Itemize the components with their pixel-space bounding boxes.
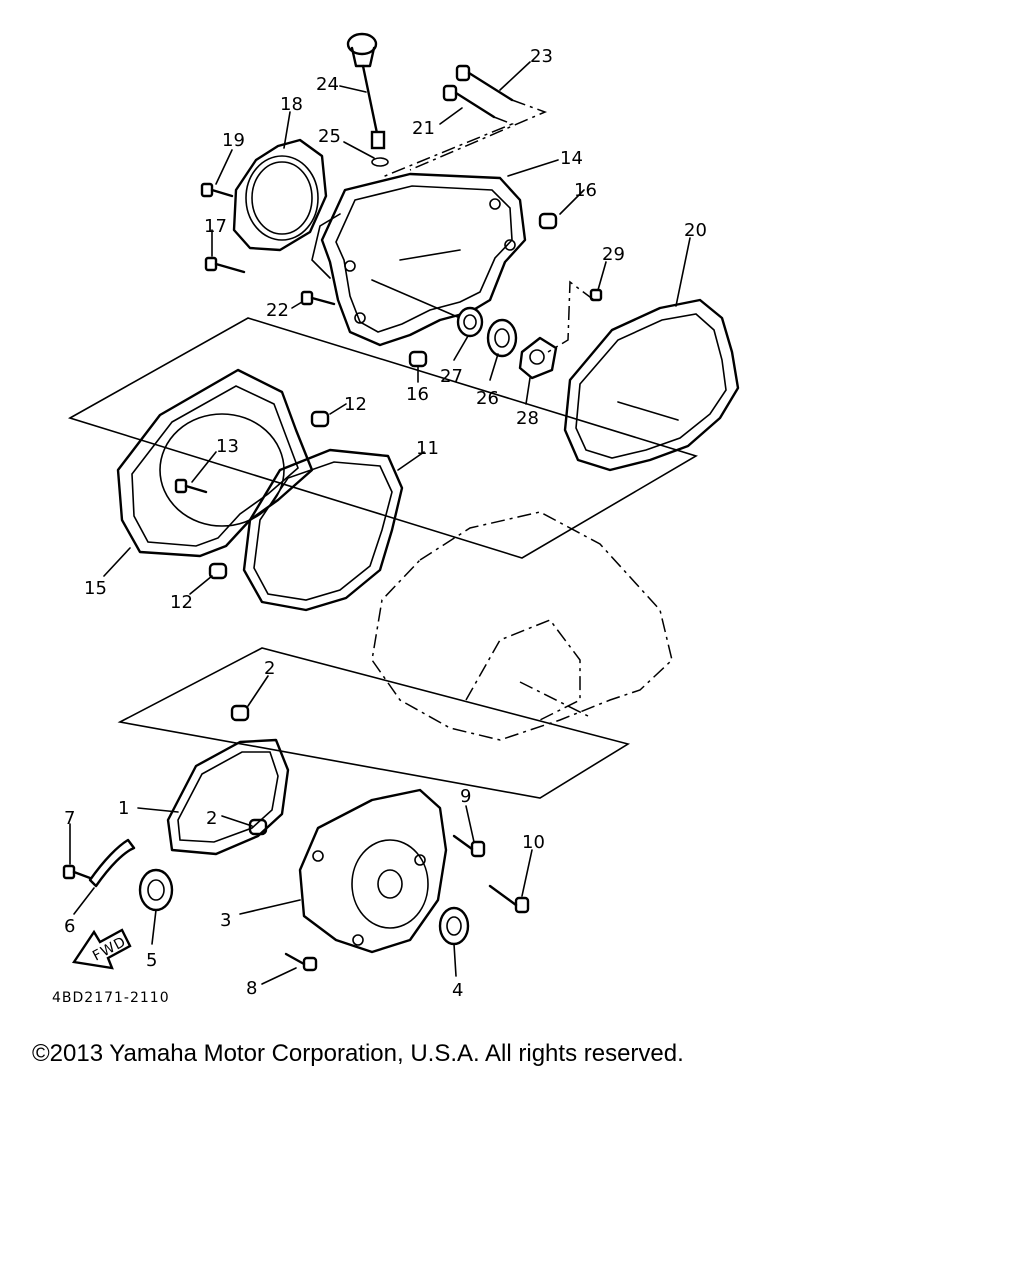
inner-case-part: [116, 368, 330, 580]
oil-seal-part: [438, 906, 470, 946]
callout-29: 29: [602, 244, 625, 265]
dowel-pin-part: [538, 212, 558, 230]
dipstick-part: [346, 32, 386, 150]
callout-labels: 1 2 2 3 4 5 6 7 8 9 10 11 12 12 13 14 15…: [64, 46, 707, 1001]
callout-12: 12: [344, 394, 367, 415]
case-gasket-part: [242, 448, 404, 612]
callout-3: 3: [220, 910, 231, 931]
callout-26: 26: [476, 388, 499, 409]
callout-17: 17: [204, 216, 227, 237]
callout-16: 16: [574, 180, 597, 201]
callout-16: 16: [406, 384, 429, 405]
side-cover-part: [298, 788, 448, 954]
bearing-part: [138, 868, 174, 912]
callout-6: 6: [64, 916, 75, 937]
callout-12: 12: [170, 592, 193, 613]
callout-24: 24: [316, 74, 339, 95]
copyright-notice: ©2013 Yamaha Motor Corporation, U.S.A. A…: [32, 1040, 684, 1067]
callout-10: 10: [522, 832, 545, 853]
small-bolts-part: [200, 182, 336, 306]
oil-seal-part: [486, 318, 518, 358]
crankcase-body-part: [371, 511, 673, 741]
callout-9: 9: [460, 786, 471, 807]
callout-14: 14: [560, 148, 583, 169]
drawing-code: 4BD2171-2110: [52, 990, 170, 1006]
bearing-part: [456, 306, 484, 338]
crankcase-cover-part: [311, 172, 527, 347]
callout-25: 25: [318, 126, 341, 147]
callout-20: 20: [684, 220, 707, 241]
callout-28: 28: [516, 408, 539, 429]
upper-reference-plane: [67, 317, 698, 559]
callout-5: 5: [146, 950, 157, 971]
callout-19: 19: [222, 130, 245, 151]
callout-13: 13: [216, 436, 239, 457]
callout-2: 2: [206, 808, 217, 829]
callout-11: 11: [416, 438, 439, 459]
callout-22: 22: [266, 300, 289, 321]
cover-gasket-part: [563, 298, 740, 472]
dowel-pin-part: [230, 704, 250, 722]
callout-7: 7: [64, 808, 75, 829]
callout-23: 23: [530, 46, 553, 67]
dowel-pin-part: [408, 350, 428, 368]
callout-21: 21: [412, 118, 435, 139]
callout-15: 15: [84, 578, 107, 599]
dowel-pin-part: [248, 818, 268, 836]
forward-arrow: FWD: [71, 928, 132, 970]
callout-4: 4: [452, 980, 463, 1001]
callout-27: 27: [440, 366, 463, 387]
cover-plate-part: [232, 138, 328, 252]
retaining-clip-part: [88, 838, 136, 888]
exploded-parts-diagram: FWD 1 2: [52, 32, 740, 1006]
long-bolts-part: [379, 64, 548, 179]
cover-bolts-part: [62, 834, 530, 972]
callout-8: 8: [246, 978, 257, 999]
o-ring-part: [371, 157, 389, 167]
screw-part: [589, 288, 603, 302]
callout-18: 18: [280, 94, 303, 115]
callout-2: 2: [264, 658, 275, 679]
small-gasket-part: [518, 336, 558, 380]
side-gasket-part: [166, 738, 290, 856]
callout-1: 1: [118, 798, 129, 819]
leader-lines: [69, 61, 691, 985]
lower-reference-plane: [117, 647, 631, 799]
